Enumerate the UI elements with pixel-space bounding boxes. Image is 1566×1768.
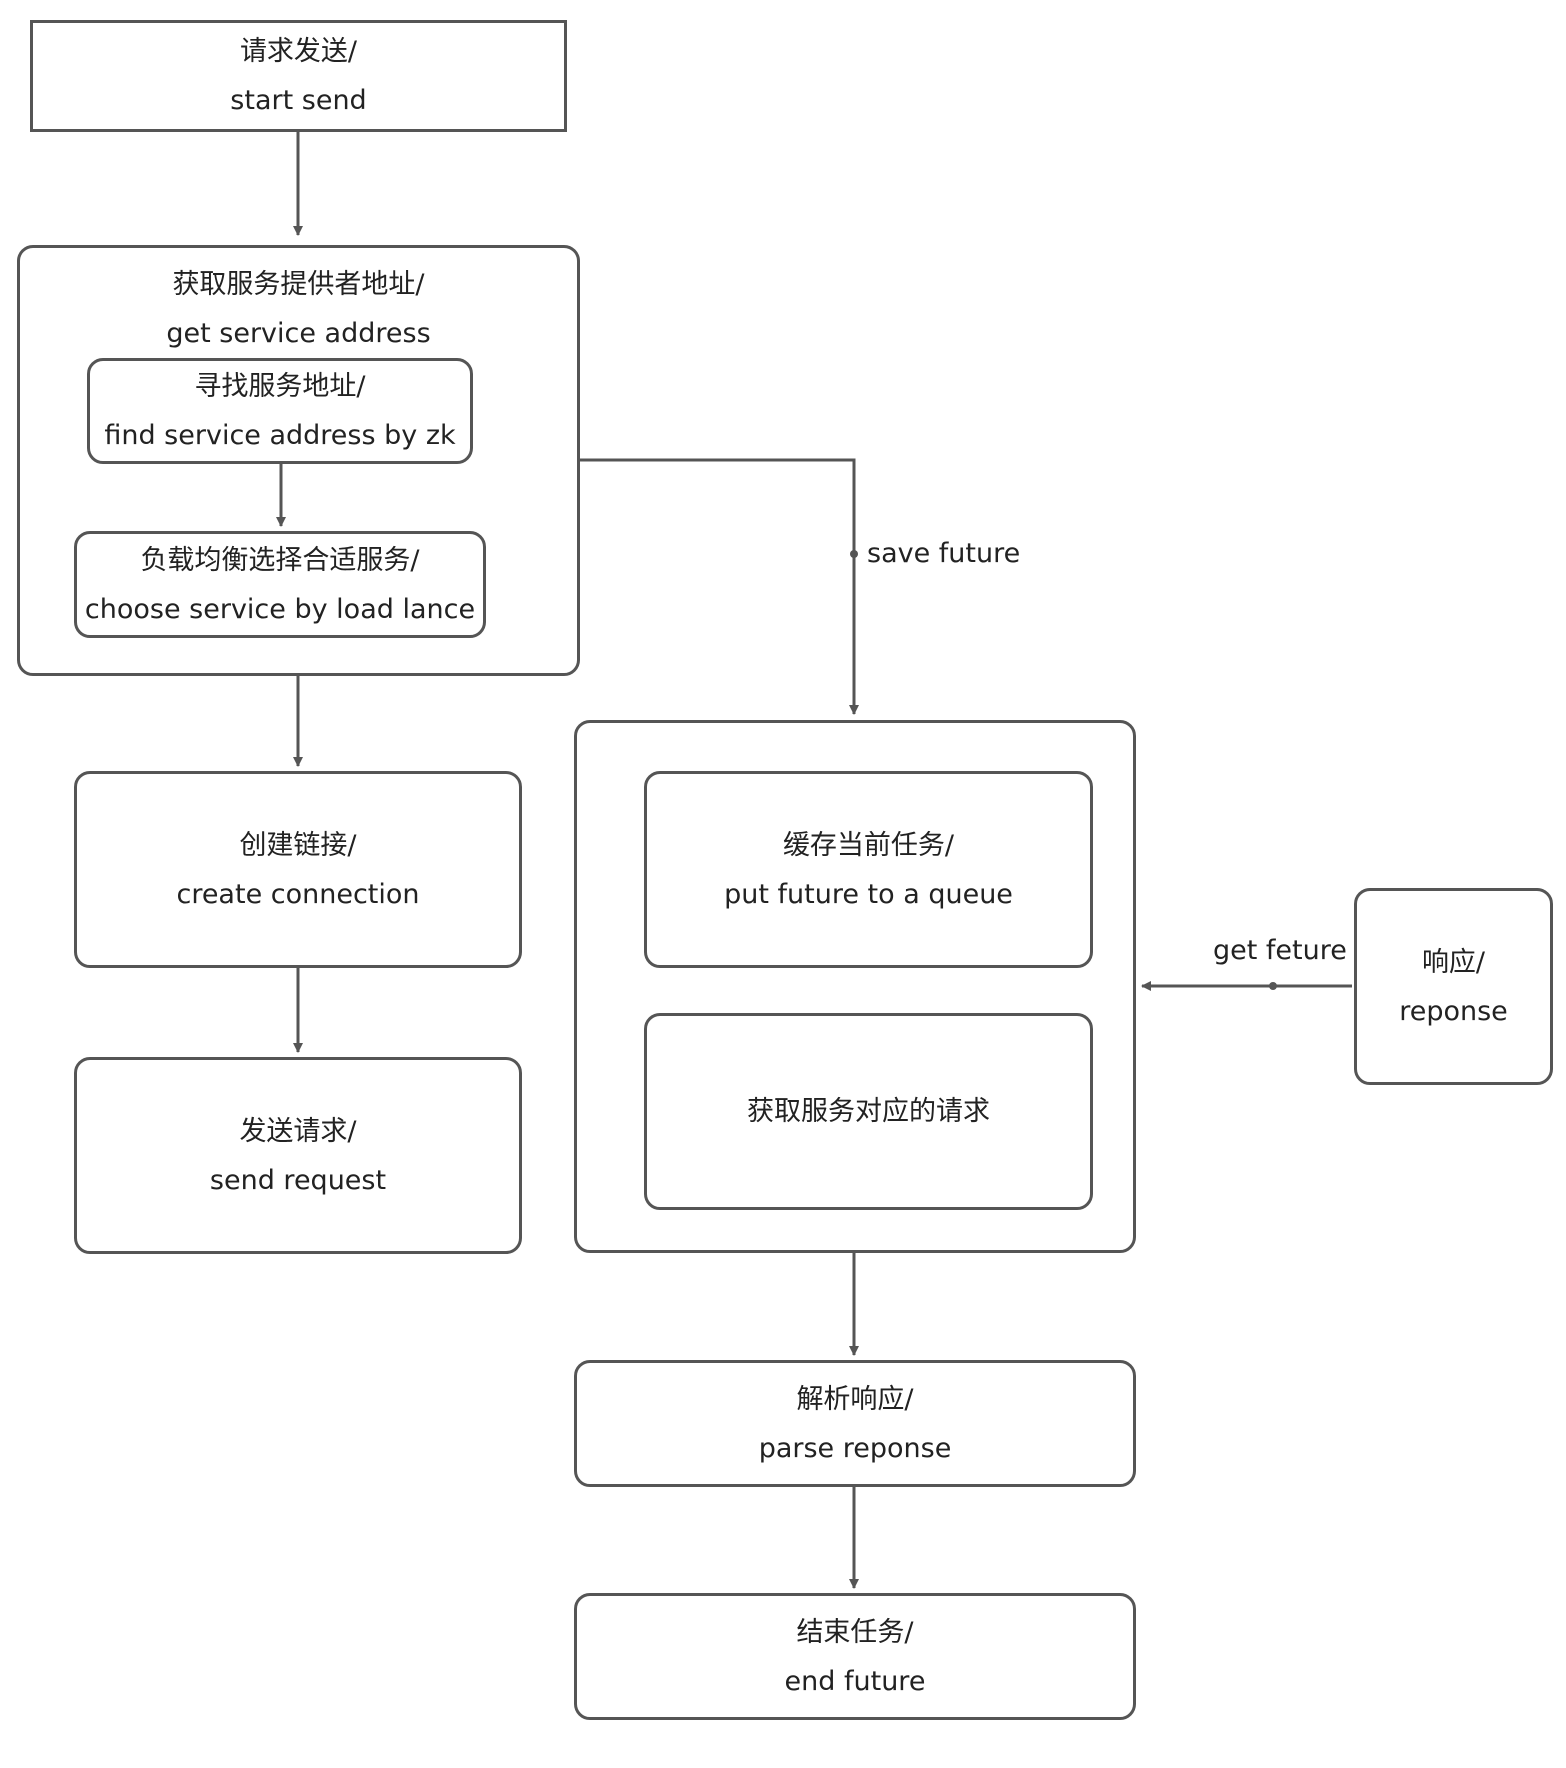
node-get-request-zh: 获取服务对应的请求	[747, 1096, 990, 1127]
node-find-service-address-en: find service address by zk	[104, 420, 456, 451]
node-start-send-en: start send	[230, 85, 367, 116]
node-parse-response-en: parse reponse	[758, 1432, 952, 1464]
node-create-connection: 创建链接/ create connection	[74, 771, 522, 968]
node-find-service-address-zh: 寻找服务地址/	[194, 371, 366, 402]
node-load-balance: 负载均衡选择合适服务/ choose service by load lance	[74, 531, 486, 638]
node-start-send-zh: 请求发送/	[239, 36, 358, 67]
node-find-service-address: 寻找服务地址/ find service address by zk	[87, 358, 473, 464]
node-parse-response-zh: 解析响应/	[796, 1383, 914, 1415]
edge-label-save-future: save future	[867, 538, 1021, 569]
node-response: 响应/ reponse	[1354, 888, 1553, 1085]
node-create-connection-en: create connection	[176, 878, 420, 910]
node-response-en: reponse	[1399, 995, 1508, 1027]
get-feture-dot	[1269, 982, 1277, 990]
node-get-service-address-en: get service address	[166, 318, 431, 349]
node-send-request-zh: 发送请求/	[239, 1115, 357, 1147]
node-send-request-en: send request	[209, 1164, 387, 1196]
node-load-balance-zh: 负载均衡选择合适服务/	[140, 544, 420, 576]
edge-get-address-to-future-container	[580, 458, 859, 715]
node-send-request: 发送请求/ send request	[74, 1057, 522, 1254]
node-cache-task: 缓存当前任务/ put future to a queue	[644, 771, 1093, 968]
node-end-future: 结束任务/ end future	[574, 1593, 1136, 1720]
node-start-send: 请求发送/ start send	[30, 20, 567, 132]
node-response-zh: 响应/	[1421, 946, 1486, 978]
edge-label-get-feture: get feture	[1213, 935, 1347, 966]
save-future-dot	[850, 550, 858, 558]
node-parse-response: 解析响应/ parse reponse	[574, 1360, 1136, 1487]
node-end-future-zh: 结束任务/	[796, 1616, 914, 1648]
node-cache-task-en: put future to a queue	[724, 878, 1013, 910]
node-get-service-address-zh: 获取服务提供者地址/	[172, 269, 425, 300]
node-cache-task-zh: 缓存当前任务/	[782, 829, 955, 861]
node-end-future-en: end future	[784, 1665, 926, 1697]
node-create-connection-zh: 创建链接/	[239, 829, 357, 861]
node-load-balance-en: choose service by load lance	[84, 593, 476, 625]
node-get-service-address: 获取服务提供者地址/ get service address	[17, 245, 580, 676]
node-get-request: 获取服务对应的请求	[644, 1013, 1093, 1210]
